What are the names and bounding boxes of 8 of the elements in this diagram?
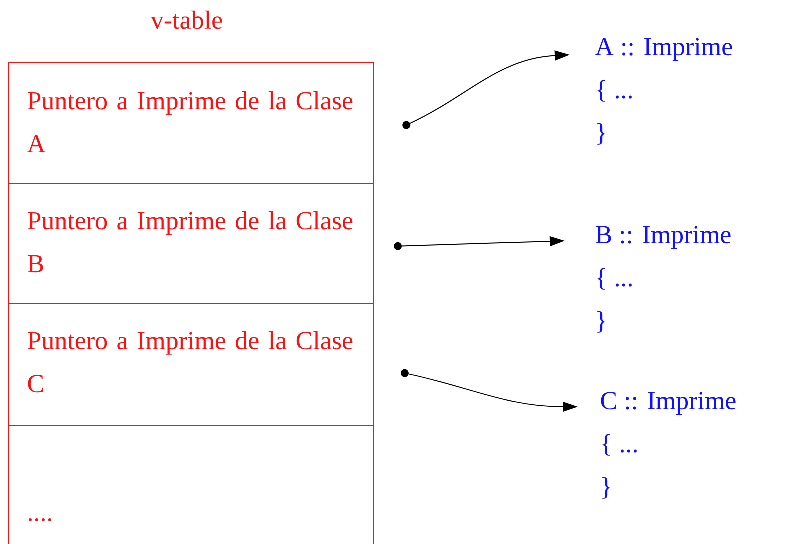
table-cell: Puntero a Imprime de la Clase A — [8, 62, 374, 184]
table-title: v-table — [150, 10, 222, 30]
function-text: B :: Imprime { ... } — [596, 226, 731, 333]
function-text: C :: Imprime { ... } — [601, 392, 736, 499]
function-text: A :: Imprime { ... } — [595, 38, 732, 145]
table-cell: Puntero a Imprime de la Clase C — [8, 303, 374, 426]
table-cell: Puntero a Imprime de la Clase B — [8, 183, 374, 304]
table-cell: .... — [8, 425, 374, 544]
